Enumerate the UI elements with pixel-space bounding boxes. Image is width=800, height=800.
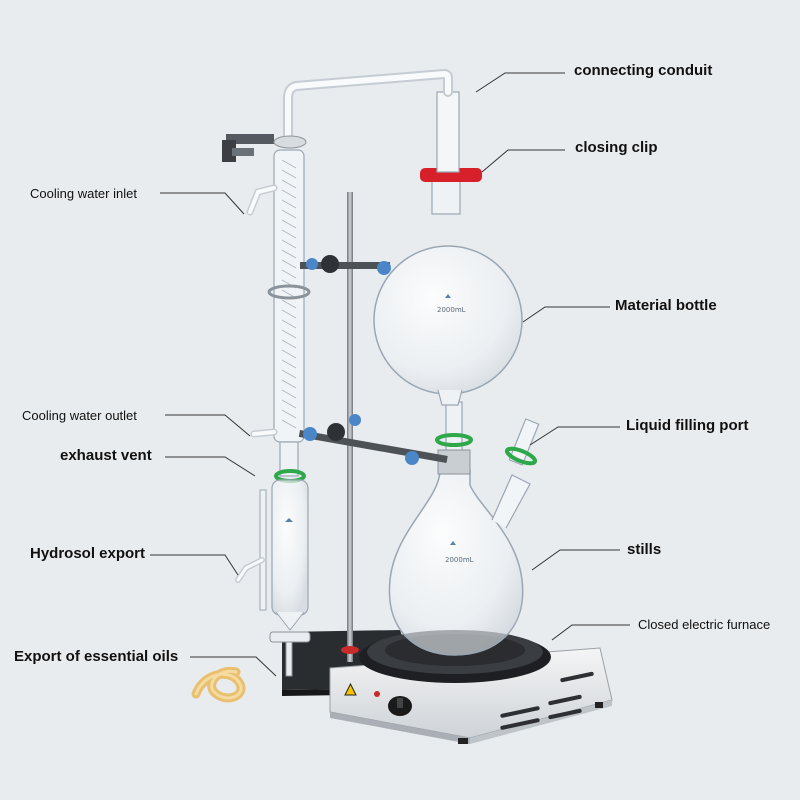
- leader-connecting-conduit: [475, 72, 565, 93]
- leader-closing-clip: [481, 149, 565, 173]
- green-joint-clip: [435, 433, 473, 447]
- label-cooling-water-inlet: Cooling water inlet: [30, 186, 137, 201]
- coil-condenser: [246, 149, 311, 443]
- label-connecting-conduit: connecting conduit: [574, 62, 713, 79]
- leader-exhaust-vent: [165, 456, 256, 477]
- leader-stills: [531, 549, 620, 571]
- leader-liquid-filling-port: [529, 426, 620, 446]
- lower-clamp-arm: [298, 414, 448, 465]
- label-cooling-water-outlet: Cooling water outlet: [22, 408, 137, 423]
- leader-export-of-essential-oils: [190, 656, 277, 677]
- rod-base-nut: [341, 646, 359, 654]
- leader-hydrosol-export: [150, 554, 239, 576]
- label-material-bottle: Material bottle: [615, 297, 717, 314]
- still-flask: 2000mL: [388, 418, 540, 656]
- upper-neck: [436, 91, 460, 173]
- label-stills: stills: [627, 541, 662, 558]
- label-closing-clip: closing clip: [575, 139, 658, 156]
- label-export-of-essential-oils: Export of essential oils: [14, 648, 179, 665]
- leader-cooling-water-outlet: [165, 414, 251, 437]
- red-closing-clip: [420, 168, 482, 182]
- oil-water-separator: [235, 441, 311, 677]
- label-hydrosol-export: Hydrosol export: [30, 545, 146, 562]
- upper-clamp-arm: [300, 255, 391, 275]
- material-bottle: 2000mL: [373, 177, 523, 406]
- rubber-tubing: [191, 666, 246, 703]
- leader-cooling-water-inlet: [160, 192, 245, 215]
- label-closed-electric-furnace: Closed electric furnace: [638, 617, 771, 632]
- stand-rod: [347, 192, 353, 662]
- leader-closed-electric-furnace: [551, 624, 630, 641]
- still-volume-mark: 2000mL: [445, 556, 474, 564]
- leader-lines: [150, 72, 630, 677]
- bottle-volume-mark: 2000mL: [437, 306, 466, 314]
- label-exhaust-vent: exhaust vent: [60, 447, 152, 464]
- label-liquid-filling-port: Liquid filling port: [626, 417, 749, 434]
- condenser-top-clamp: [222, 134, 307, 162]
- leader-material-bottle: [522, 306, 610, 323]
